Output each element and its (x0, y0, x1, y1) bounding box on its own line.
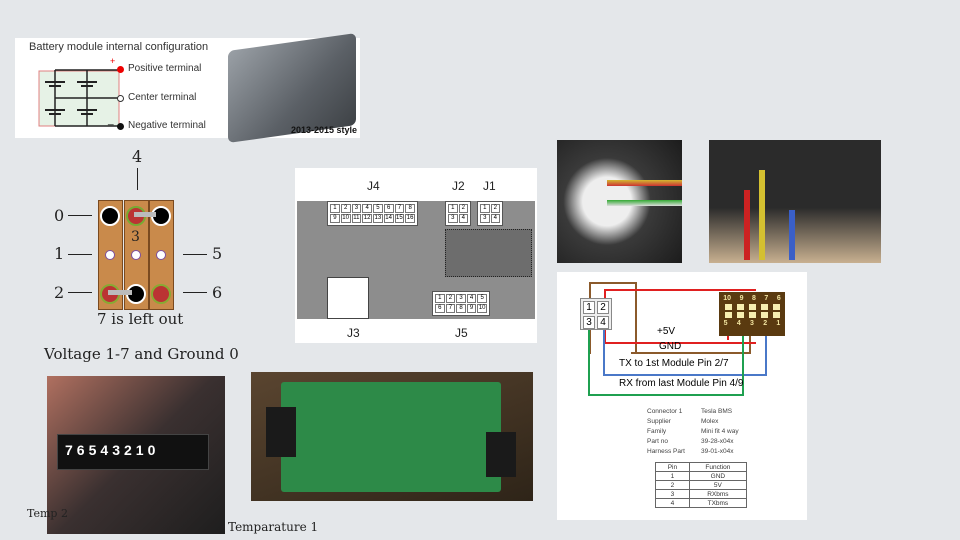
connector-photo-1 (557, 140, 682, 263)
microcontroller (445, 229, 532, 277)
arrow-icon (137, 168, 138, 190)
center-dot (117, 95, 124, 102)
temp2-caption: Temp 2 (27, 507, 68, 520)
minus-sign: _ (108, 115, 114, 126)
pin-label-1: 1 (54, 244, 65, 263)
harness-pin-label: 6 (76, 442, 89, 458)
j3-rj45 (327, 277, 369, 319)
hole (156, 250, 166, 260)
connector-photo-2 (709, 140, 881, 263)
j5-label: J5 (455, 326, 468, 340)
pin-label-2: 2 (54, 283, 65, 302)
harness-pin-label: 1 (135, 442, 148, 458)
harness-pin-label: 4 (100, 442, 113, 458)
positive-dot (117, 66, 124, 73)
pin-label-0: 0 (54, 206, 65, 225)
wire-rx-label: RX from last Module Pin 4/9 (619, 378, 744, 389)
jumper (134, 212, 156, 217)
wire-5v-label: +5V (657, 326, 676, 337)
pin-label-6: 6 (212, 283, 223, 302)
pin-label-4: 4 (132, 147, 143, 166)
harness-pin-label: 3 (112, 442, 124, 458)
voltage-caption: Voltage 1-7 and Ground 0 (44, 345, 239, 363)
arrow-icon (183, 292, 207, 293)
pin (100, 206, 120, 226)
battery-config-figure: Battery module internal configuration + … (15, 33, 360, 143)
plus-sign: + (110, 56, 116, 66)
battery-figure-title: Battery module internal configuration (29, 41, 209, 53)
bms-board-photo (251, 372, 533, 501)
pin-note: 7 is left out (97, 310, 184, 328)
pin-label-5: 5 (212, 244, 223, 263)
jumper (108, 290, 132, 295)
hole (105, 250, 115, 260)
harness-pin-label: 5 (88, 442, 101, 458)
pin-label-3: 3 (131, 229, 140, 245)
harness-pin-label: 0 (147, 442, 160, 458)
center-label: Center terminal (128, 92, 197, 103)
negative-label: Negative terminal (128, 120, 206, 131)
positive-label: Positive terminal (128, 63, 202, 74)
harness-pin-label: 7 (65, 442, 77, 458)
harness-pin-label: 2 (123, 442, 136, 458)
wire-gnd-label: GND (659, 341, 682, 352)
arrow-icon (68, 254, 92, 255)
hole (131, 250, 141, 260)
arrow-icon (68, 215, 92, 216)
wire-tx-label: TX to 1st Module Pin 2/7 (619, 358, 729, 369)
battery-schematic (38, 69, 120, 127)
temp1-caption: Temparature 1 (228, 520, 319, 534)
j2-label: J2 (452, 179, 465, 193)
style-label: 2013-2015 style (290, 125, 357, 135)
j3-label: J3 (347, 326, 360, 340)
pin (151, 284, 171, 304)
j4-label: J4 (367, 179, 380, 193)
negative-dot (117, 123, 124, 130)
arrow-icon (183, 254, 207, 255)
arrow-icon (68, 292, 92, 293)
j1-label: J1 (483, 179, 496, 193)
harness-photo: 76543210 (47, 376, 225, 534)
